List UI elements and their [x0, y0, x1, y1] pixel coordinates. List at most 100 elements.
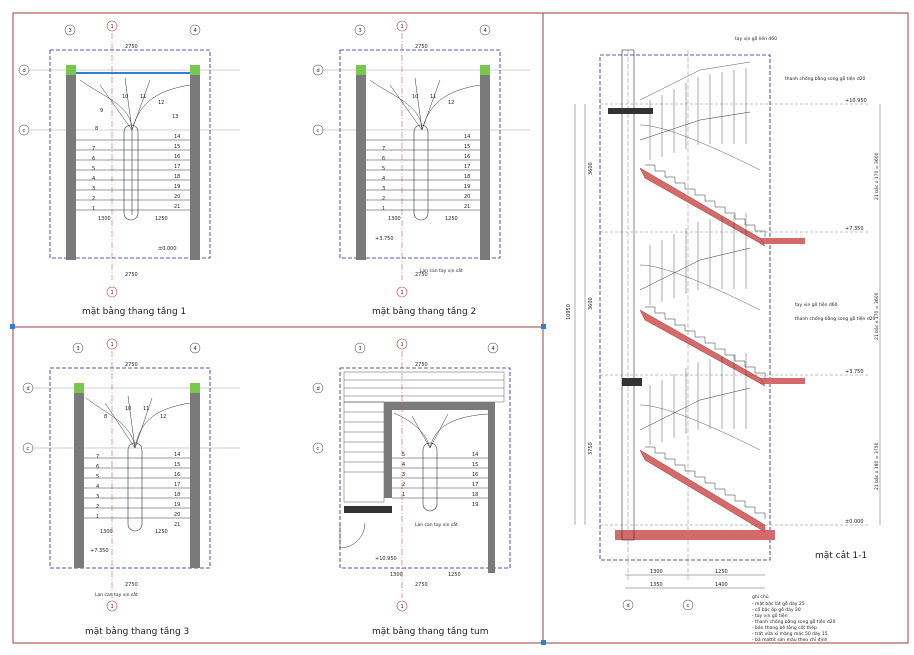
- wall-right: [190, 383, 200, 568]
- storey-height-dim: 3600: [588, 162, 594, 175]
- step-number: 1: [402, 492, 405, 498]
- bottom-subdimension: 1250: [155, 216, 168, 222]
- plan-title: mặt bằng thang tầng 2: [372, 306, 476, 317]
- grid-label: c: [687, 603, 690, 609]
- stair-plan-floor-3: 2750 2750 1300 1250 +7.350 Lan can tay v…: [22, 338, 240, 637]
- level-mark: +3.750: [375, 236, 394, 242]
- roof-edge-wall: [344, 506, 392, 513]
- step-number: 21: [174, 204, 180, 210]
- grid-bubble: [189, 342, 201, 354]
- baluster-note: thanh chống bằng song gỗ tiện d20: [785, 75, 866, 82]
- grid-bubble: [189, 24, 201, 36]
- plan-dashed-outline: [49, 49, 211, 259]
- bottom-subdimension: 1300: [388, 216, 401, 222]
- wall-left: [356, 65, 366, 260]
- column-marker: [66, 65, 76, 75]
- bottom-subdimension: 1300: [390, 572, 403, 578]
- bottom-subdimension: 1250: [445, 216, 458, 222]
- step-number: 10: [412, 94, 418, 100]
- riser-note: 21 bậc x 180 = 3750: [873, 442, 880, 490]
- step-number: 2: [402, 482, 405, 488]
- sheet-border: [12, 12, 909, 644]
- total-height-dim: 10950: [566, 304, 572, 320]
- step-number: 3: [96, 494, 99, 500]
- stair-well: [123, 124, 139, 221]
- step-number: 20: [174, 194, 180, 200]
- step-number: 11: [140, 94, 146, 100]
- grid-bubble: [18, 124, 30, 136]
- section-mark: [396, 600, 408, 612]
- plan-dashed-outline: [339, 49, 501, 259]
- step-number: 7: [96, 454, 99, 460]
- step-number: 10: [122, 94, 128, 100]
- stair-section-1-1: +10.950 +7.350 +3.750 ±0.000 10950 3600 …: [566, 34, 881, 611]
- step-number: 21: [464, 204, 470, 210]
- section-mark: [106, 338, 118, 350]
- step-number: 8: [95, 126, 98, 132]
- grid-bubble: [682, 599, 694, 611]
- section-mark-label: 1: [401, 342, 404, 348]
- note-line: - bản thang bê tông cốt thép: [752, 624, 817, 631]
- step-number: 16: [472, 472, 478, 478]
- grid-label: d: [627, 603, 630, 609]
- step-number: 19: [174, 184, 180, 190]
- step-number: 6: [382, 156, 385, 162]
- stair-plan-floor-2: 2750 2750 1300 1250 +3.750 Lan can tay v…: [312, 20, 530, 317]
- stair-treads: [392, 412, 489, 499]
- stair-steps: [645, 306, 766, 379]
- step-number: 1: [382, 206, 385, 212]
- grid-bubble: [622, 599, 634, 611]
- baluster-note: thanh chống bằng song gỗ tiện d20: [795, 315, 876, 322]
- step-number: 2: [92, 196, 95, 202]
- grid-bubble: [354, 24, 366, 36]
- grid-bubble: [312, 124, 324, 136]
- grid-label: 3: [359, 346, 362, 352]
- stair-steps: [645, 446, 766, 519]
- grid-label: d: [317, 68, 320, 74]
- section-mark: [396, 286, 408, 298]
- step-number: 7: [382, 146, 385, 152]
- handrail: [639, 61, 761, 451]
- bottom-dimension: 2750: [415, 582, 428, 588]
- grid-label: 3: [77, 346, 80, 352]
- step-number: 2: [382, 196, 385, 202]
- step-number: 14: [464, 134, 470, 140]
- grid-label: 4: [194, 346, 197, 352]
- selection-handle[interactable]: [541, 324, 546, 329]
- plan-dashed-outline: [339, 367, 511, 569]
- section-mark-label: 1: [401, 604, 404, 610]
- stair-steps: [645, 164, 766, 237]
- level-mark: +10.950: [845, 98, 867, 104]
- plan-title: mặt bằng thang tầng 3: [85, 626, 189, 637]
- bottom-subdimension: 1300: [98, 216, 111, 222]
- step-number: 5: [382, 166, 385, 172]
- wall-right: [480, 65, 490, 260]
- step-number: 19: [464, 184, 470, 190]
- floor-slab: [760, 378, 805, 384]
- stair-flight: [639, 449, 766, 533]
- step-number: 6: [96, 464, 99, 470]
- step-number: 17: [174, 164, 180, 170]
- grid-bubble: [64, 24, 76, 36]
- stair-flight: [639, 309, 766, 387]
- step-number: 13: [172, 114, 178, 120]
- selection-handle[interactable]: [10, 324, 15, 329]
- ground-slab: [615, 530, 775, 540]
- grid-bubble: [18, 64, 30, 76]
- floor-slab: [760, 238, 805, 244]
- railing-note: Lan can tay vịn sắt: [415, 521, 458, 528]
- step-number: 5: [402, 452, 405, 458]
- note-line: - tay vịn gỗ tiện: [752, 612, 788, 619]
- grid-label: d: [23, 68, 26, 74]
- bottom-subdimension: 1300: [100, 529, 113, 535]
- step-number: 4: [382, 176, 385, 182]
- top-dimension: 2750: [415, 44, 428, 50]
- grid-label: c: [23, 128, 26, 134]
- level-mark: +10.950: [375, 556, 397, 562]
- section-title: mặt cắt 1-1: [815, 550, 867, 561]
- step-number: 20: [174, 512, 180, 518]
- bottom-subdimension: 1250: [448, 572, 461, 578]
- step-number: 18: [464, 174, 470, 180]
- selection-handle[interactable]: [541, 640, 546, 645]
